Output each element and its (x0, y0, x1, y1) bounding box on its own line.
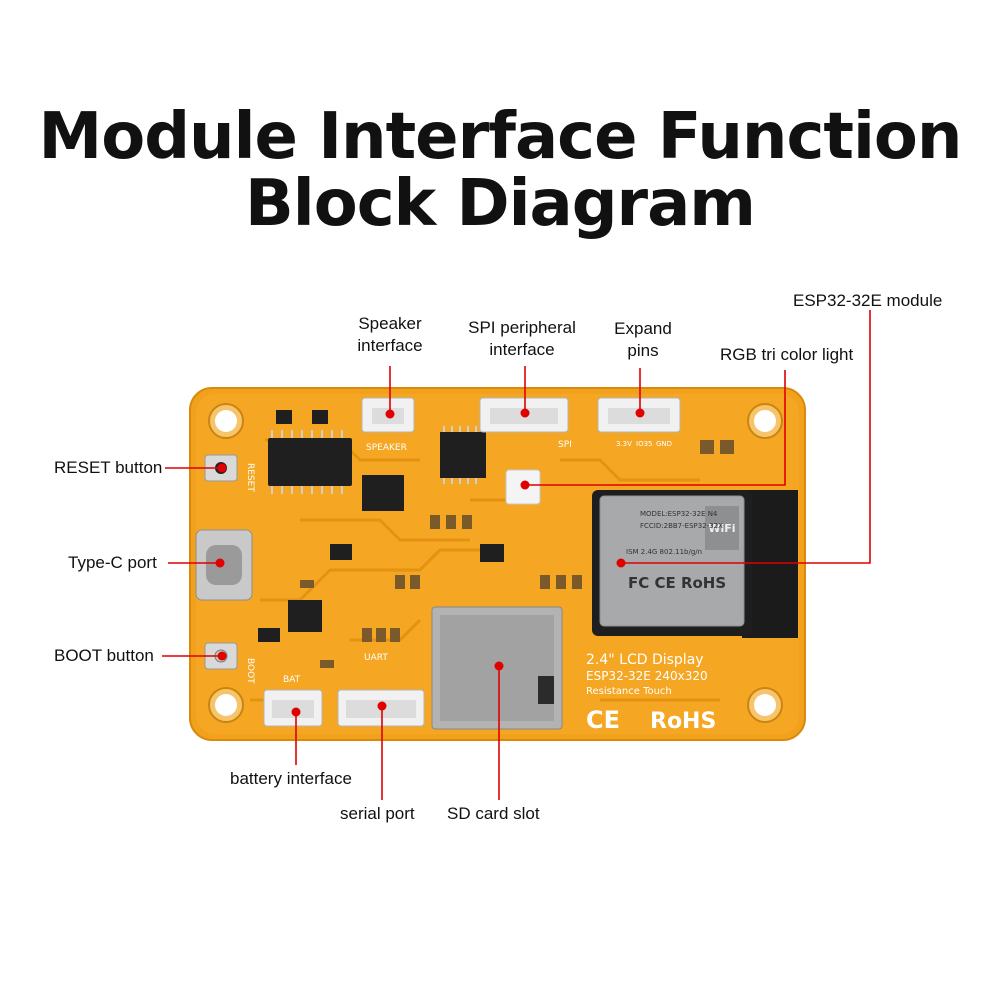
module-wifi-label: WiFi (708, 522, 735, 535)
callout-expand-line2: pins (627, 341, 659, 360)
silk-rohs-mark: RoHS (650, 709, 716, 734)
callout-speaker-interface: Speaker interface (357, 313, 422, 357)
leader-lines (162, 310, 871, 800)
battery-connector (263, 689, 323, 727)
silk-speaker: SPEAKER (366, 443, 407, 453)
mounting-holes (208, 403, 783, 723)
diagram-title-line1: Module Interface Function (38, 100, 963, 174)
silk-reset: RESET (245, 463, 255, 492)
callout-spi-interface: SPI peripheral interface (468, 317, 576, 361)
chip-pins (271, 426, 477, 494)
callout-spi-line1: SPI peripheral (468, 318, 576, 337)
module-fcc-label: FCCID:2BB7-ESP32-32X (640, 522, 723, 530)
esp32-module: WiFi MODEL:ESP32-32E N4 FCCID:2BB7-ESP32… (592, 490, 752, 636)
callout-reset-button: RESET button (54, 458, 163, 477)
silk-uart: UART (364, 653, 388, 663)
callout-spi-line2: interface (489, 340, 555, 359)
module-ism-label: ISM 2.4G 802.11b/g/n (626, 548, 702, 556)
silk-lcd-line3: Resistance Touch (586, 686, 672, 697)
callout-type-c-port: Type-C port (68, 553, 157, 572)
diagram-title-line2: Block Diagram (245, 167, 756, 241)
callout-battery-interface: battery interface (230, 769, 352, 788)
silk-pins-2: IO35 (636, 440, 652, 448)
silk-pins-3: GND (656, 440, 672, 448)
ic-chips (258, 410, 504, 642)
callout-rgb-light: RGB tri color light (720, 345, 854, 364)
callout-expand-line1: Expand (614, 319, 672, 338)
callout-expand-pins: Expand pins (614, 318, 672, 362)
module-model-label: MODEL:ESP32-32E N4 (640, 510, 718, 518)
silk-bat: BAT (283, 675, 301, 685)
silk-pins-1: 3.3V (616, 440, 632, 448)
passive-components (300, 440, 734, 668)
callout-speaker-line2: interface (357, 336, 423, 355)
callout-serial-port: serial port (340, 804, 415, 823)
callout-sd-card-slot: SD card slot (447, 804, 540, 823)
silk-lcd-line1: 2.4" LCD Display (586, 652, 704, 668)
callout-esp32-module: ESP32-32E module (793, 291, 943, 310)
pointer-dots (215, 408, 645, 717)
silk-boot: BOOT (245, 658, 255, 684)
silk-spi: SPI (558, 440, 572, 450)
callout-boot-button: BOOT button (54, 646, 154, 665)
silk-lcd-line2: ESP32-32E 240x320 (586, 669, 708, 683)
silk-ce-mark: CE (586, 706, 620, 734)
module-cert-marks: FC CE RoHS (628, 574, 726, 592)
callout-speaker-line1: Speaker (358, 314, 422, 333)
